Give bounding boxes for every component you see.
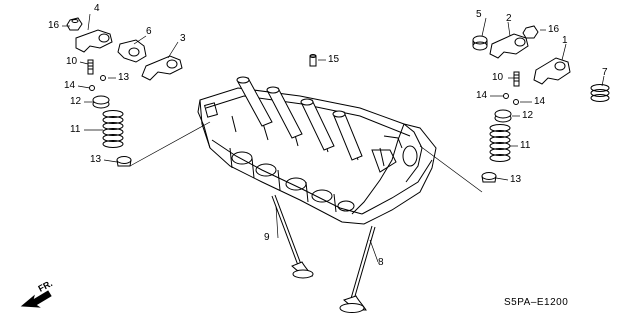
callout-10-left[interactable]: 10 bbox=[66, 56, 78, 67]
callout-4[interactable]: 4 bbox=[94, 3, 100, 14]
callout-3[interactable]: 3 bbox=[180, 33, 186, 44]
stud-15 bbox=[309, 54, 317, 67]
callout-14-right-b[interactable]: 14 bbox=[534, 96, 546, 107]
stem-seal-13-right bbox=[481, 172, 497, 183]
rocker-arm-4 bbox=[75, 29, 113, 53]
adjuster-screw-right bbox=[513, 71, 520, 87]
valve-spring-11-left bbox=[102, 110, 124, 148]
valve-8 bbox=[339, 225, 376, 313]
callout-16[interactable]: 16 bbox=[48, 20, 60, 31]
callout-11-right[interactable]: 11 bbox=[520, 140, 531, 151]
rocker-arm-2 bbox=[489, 33, 529, 59]
valve-9 bbox=[271, 194, 314, 279]
callout-5[interactable]: 5 bbox=[476, 9, 482, 20]
callout-2[interactable]: 2 bbox=[506, 13, 512, 24]
rocker-arm-3 bbox=[141, 55, 183, 81]
locknut-14-left-a bbox=[100, 75, 106, 81]
callout-16-right[interactable]: 16 bbox=[548, 24, 560, 35]
callout-8[interactable]: 8 bbox=[378, 257, 384, 268]
rocker-arm-1 bbox=[533, 57, 571, 85]
plug-tubes bbox=[236, 76, 363, 161]
diagram-code: S5PA–E1200 bbox=[504, 297, 569, 308]
callout-11-left[interactable]: 11 bbox=[70, 124, 81, 135]
spring-7 bbox=[590, 84, 610, 102]
callout-14-left-b[interactable]: 14 bbox=[64, 80, 76, 91]
callout-15[interactable]: 15 bbox=[328, 54, 340, 65]
cylinder-head bbox=[197, 87, 437, 225]
callout-14-right-a[interactable]: 14 bbox=[476, 90, 488, 101]
locknut-14-right-b bbox=[513, 99, 519, 105]
callout-6[interactable]: 6 bbox=[146, 26, 152, 37]
nut-16-left bbox=[66, 17, 83, 31]
callout-13-left[interactable]: 13 bbox=[90, 154, 102, 165]
callout-10-right[interactable]: 10 bbox=[492, 72, 504, 83]
adjuster-screw-left bbox=[87, 59, 94, 75]
callout-9[interactable]: 9 bbox=[264, 232, 270, 243]
callout-1[interactable]: 1 bbox=[562, 35, 568, 46]
valve-spring-11-right bbox=[489, 124, 511, 162]
callout-12-right[interactable]: 12 bbox=[522, 110, 534, 121]
stem-seal-13-left bbox=[116, 156, 132, 167]
nut-16-right bbox=[522, 25, 539, 39]
locknut-14-right-a bbox=[503, 93, 509, 99]
callout-14-left-a[interactable]: 13 bbox=[118, 72, 130, 83]
callout-13-right[interactable]: 13 bbox=[510, 174, 522, 185]
callout-7[interactable]: 7 bbox=[602, 67, 608, 78]
rocker-arm-6 bbox=[117, 39, 147, 63]
locknut-14-left-b bbox=[89, 85, 95, 91]
front-direction-arrow bbox=[20, 290, 52, 308]
callout-12-left[interactable]: 12 bbox=[70, 96, 82, 107]
shim-5 bbox=[472, 35, 488, 51]
